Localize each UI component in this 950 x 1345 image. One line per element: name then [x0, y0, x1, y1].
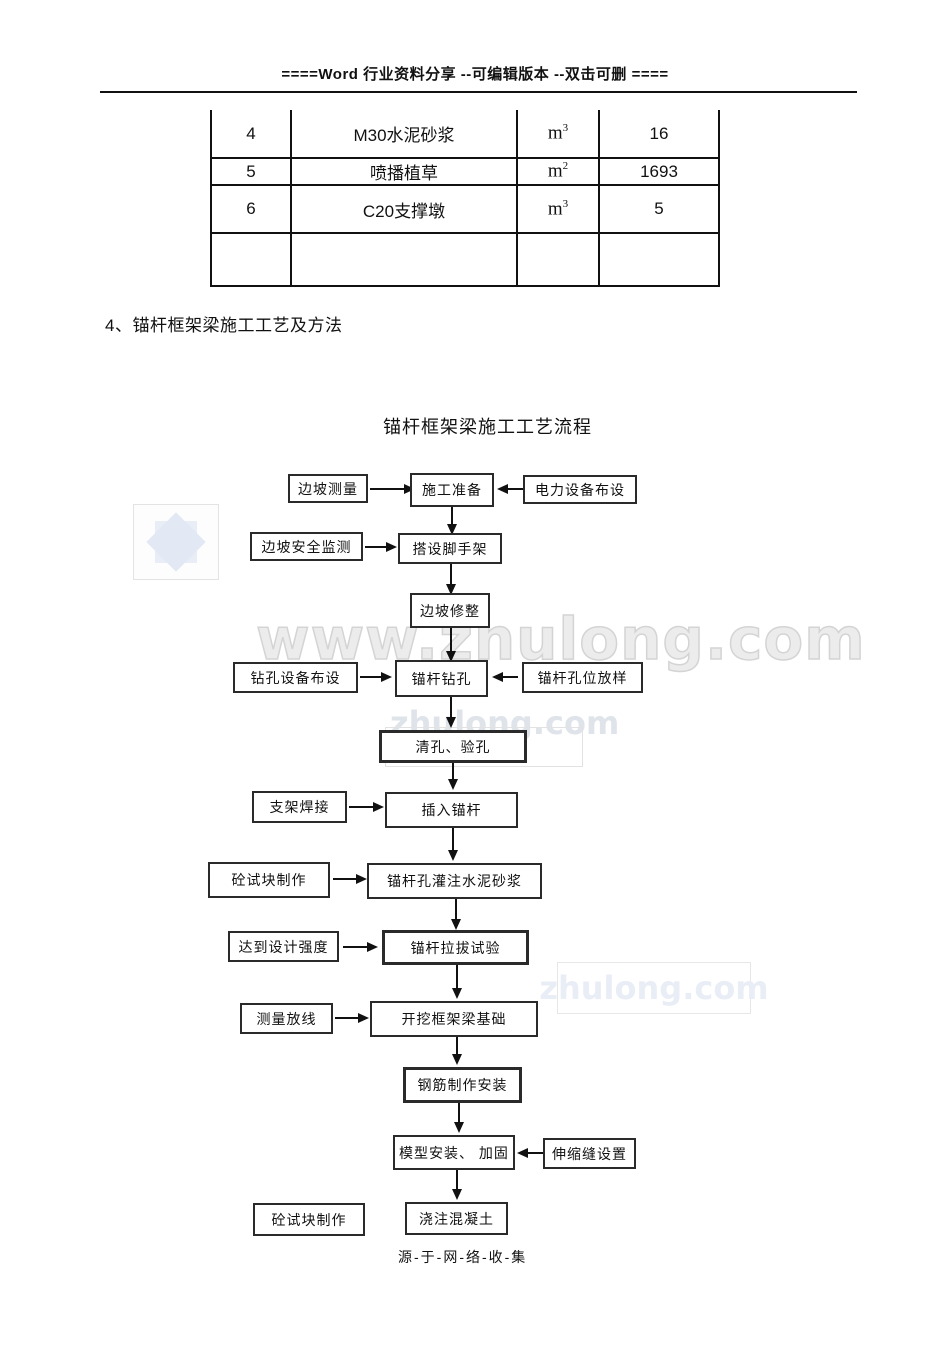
section-heading: 4、锚杆框架梁施工工艺及方法: [105, 316, 343, 335]
flow-node-grout-anchor-hole: 锚杆孔灌注水泥砂浆: [367, 863, 542, 899]
arrow-left-icon: [497, 484, 523, 494]
flow-node-concrete-test-block-1: 砼试块制作: [208, 862, 330, 898]
cell-item-name: [290, 232, 518, 287]
arrow-down-icon: [448, 763, 458, 790]
flow-node-survey-layout: 测量放线: [240, 1003, 333, 1034]
cell-quantity: 1693: [598, 157, 720, 186]
arrow-right-icon: [365, 542, 397, 552]
cell-item-name: M30水泥砂浆: [290, 110, 518, 159]
unit-base: m: [547, 122, 563, 144]
flow-node-expansion-joint: 伸缩缝设置: [543, 1138, 636, 1169]
quantity-table: 4 M30水泥砂浆 m3 16 5 喷播植草 m2 1693 6 C20支撑墩 …: [210, 110, 720, 287]
unit-base: m: [547, 198, 563, 220]
flow-node-anchor-drill: 锚杆钻孔: [395, 660, 488, 697]
header-divider: [100, 91, 857, 93]
arrow-down-icon: [451, 899, 461, 930]
unit-exponent: 3: [562, 122, 569, 135]
flow-node-bracket-weld: 支架焊接: [252, 791, 347, 823]
flowchart-title: 锚杆框架梁施工工艺流程: [383, 417, 592, 437]
arrow-down-icon: [452, 1170, 462, 1200]
arrow-down-icon: [452, 965, 462, 999]
cell-serial-no: 6: [210, 184, 292, 234]
flow-node-design-strength: 达到设计强度: [228, 931, 339, 962]
flow-node-pour-concrete: 浇注混凝土: [405, 1202, 508, 1235]
cell-unit: m2: [516, 157, 600, 186]
watermark-small-lower: zhulong.com: [539, 969, 769, 1007]
flow-node-concrete-test-block-2: 砼试块制作: [253, 1203, 365, 1236]
cell-item-name: 喷播植草: [290, 157, 518, 186]
flow-node-clean-check-hole: 清孔、验孔: [379, 730, 527, 763]
flow-node-drill-equipment: 钻孔设备布设: [233, 662, 358, 693]
unit-exponent: 3: [562, 197, 569, 210]
unit-base: m: [547, 160, 563, 182]
flow-node-construction-prep: 施工准备: [410, 473, 494, 507]
cell-quantity: 16: [598, 110, 720, 159]
cell-unit: m3: [516, 184, 600, 234]
arrow-left-icon: [492, 672, 518, 682]
arrow-down-icon: [448, 828, 458, 861]
table-row: 5 喷播植草 m2 1693: [210, 157, 720, 186]
arrow-right-icon: [333, 874, 367, 884]
watermark-box-lower: zhulong.com: [539, 962, 769, 1014]
arrow-left-icon: [517, 1148, 543, 1158]
cell-serial-no: [210, 232, 292, 287]
flow-node-slope-trim: 边坡修整: [410, 593, 490, 628]
cell-serial-no: 4: [210, 110, 292, 159]
flow-node-anchor-hole-layout: 锚杆孔位放样: [522, 662, 643, 693]
unit-exponent: 2: [562, 160, 569, 173]
arrow-down-icon: [446, 697, 456, 728]
table-row: 4 M30水泥砂浆 m3 16: [210, 110, 720, 159]
zhulong-logo-watermark: [133, 504, 219, 580]
arrow-right-icon: [349, 802, 384, 812]
cell-quantity: 5: [598, 184, 720, 234]
flow-node-rebar-install: 钢筋制作安装: [403, 1067, 522, 1103]
flow-node-formwork-install: 模型安装、 加固: [393, 1135, 515, 1170]
cell-item-name: C20支撑墩: [290, 184, 518, 234]
flow-node-pullout-test: 锚杆拉拔试验: [382, 930, 529, 965]
flow-node-insert-anchor: 插入锚杆: [385, 792, 518, 828]
arrow-down-icon: [446, 564, 456, 595]
cell-unit: [516, 232, 600, 287]
cell-serial-no: 5: [210, 157, 292, 186]
cell-unit: m3: [516, 110, 600, 159]
arrow-down-icon: [446, 628, 456, 662]
flow-node-power-equipment: 电力设备布设: [523, 475, 637, 504]
flow-node-excavate-foundation: 开挖框架梁基础: [370, 1001, 538, 1037]
arrow-down-icon: [452, 1037, 462, 1065]
table-row: [210, 232, 720, 287]
page-header-text: ====Word 行业资料分享 --可编辑版本 --双击可删 ====: [281, 66, 669, 83]
arrow-down-icon: [454, 1103, 464, 1133]
flow-node-slope-survey: 边坡测量: [288, 474, 368, 503]
arrow-down-icon: [447, 507, 457, 535]
arrow-right-icon: [343, 942, 378, 952]
arrow-right-icon: [360, 672, 392, 682]
page-footer-text: 源-于-网-络-收-集: [398, 1249, 528, 1265]
table-row: 6 C20支撑墩 m3 5: [210, 184, 720, 234]
cell-quantity: [598, 232, 720, 287]
arrow-right-icon: [335, 1013, 369, 1023]
arrow-right-icon: [370, 484, 415, 494]
flow-node-slope-safety-monitor: 边坡安全监测: [250, 532, 363, 561]
flow-node-scaffold: 搭设脚手架: [398, 533, 502, 564]
